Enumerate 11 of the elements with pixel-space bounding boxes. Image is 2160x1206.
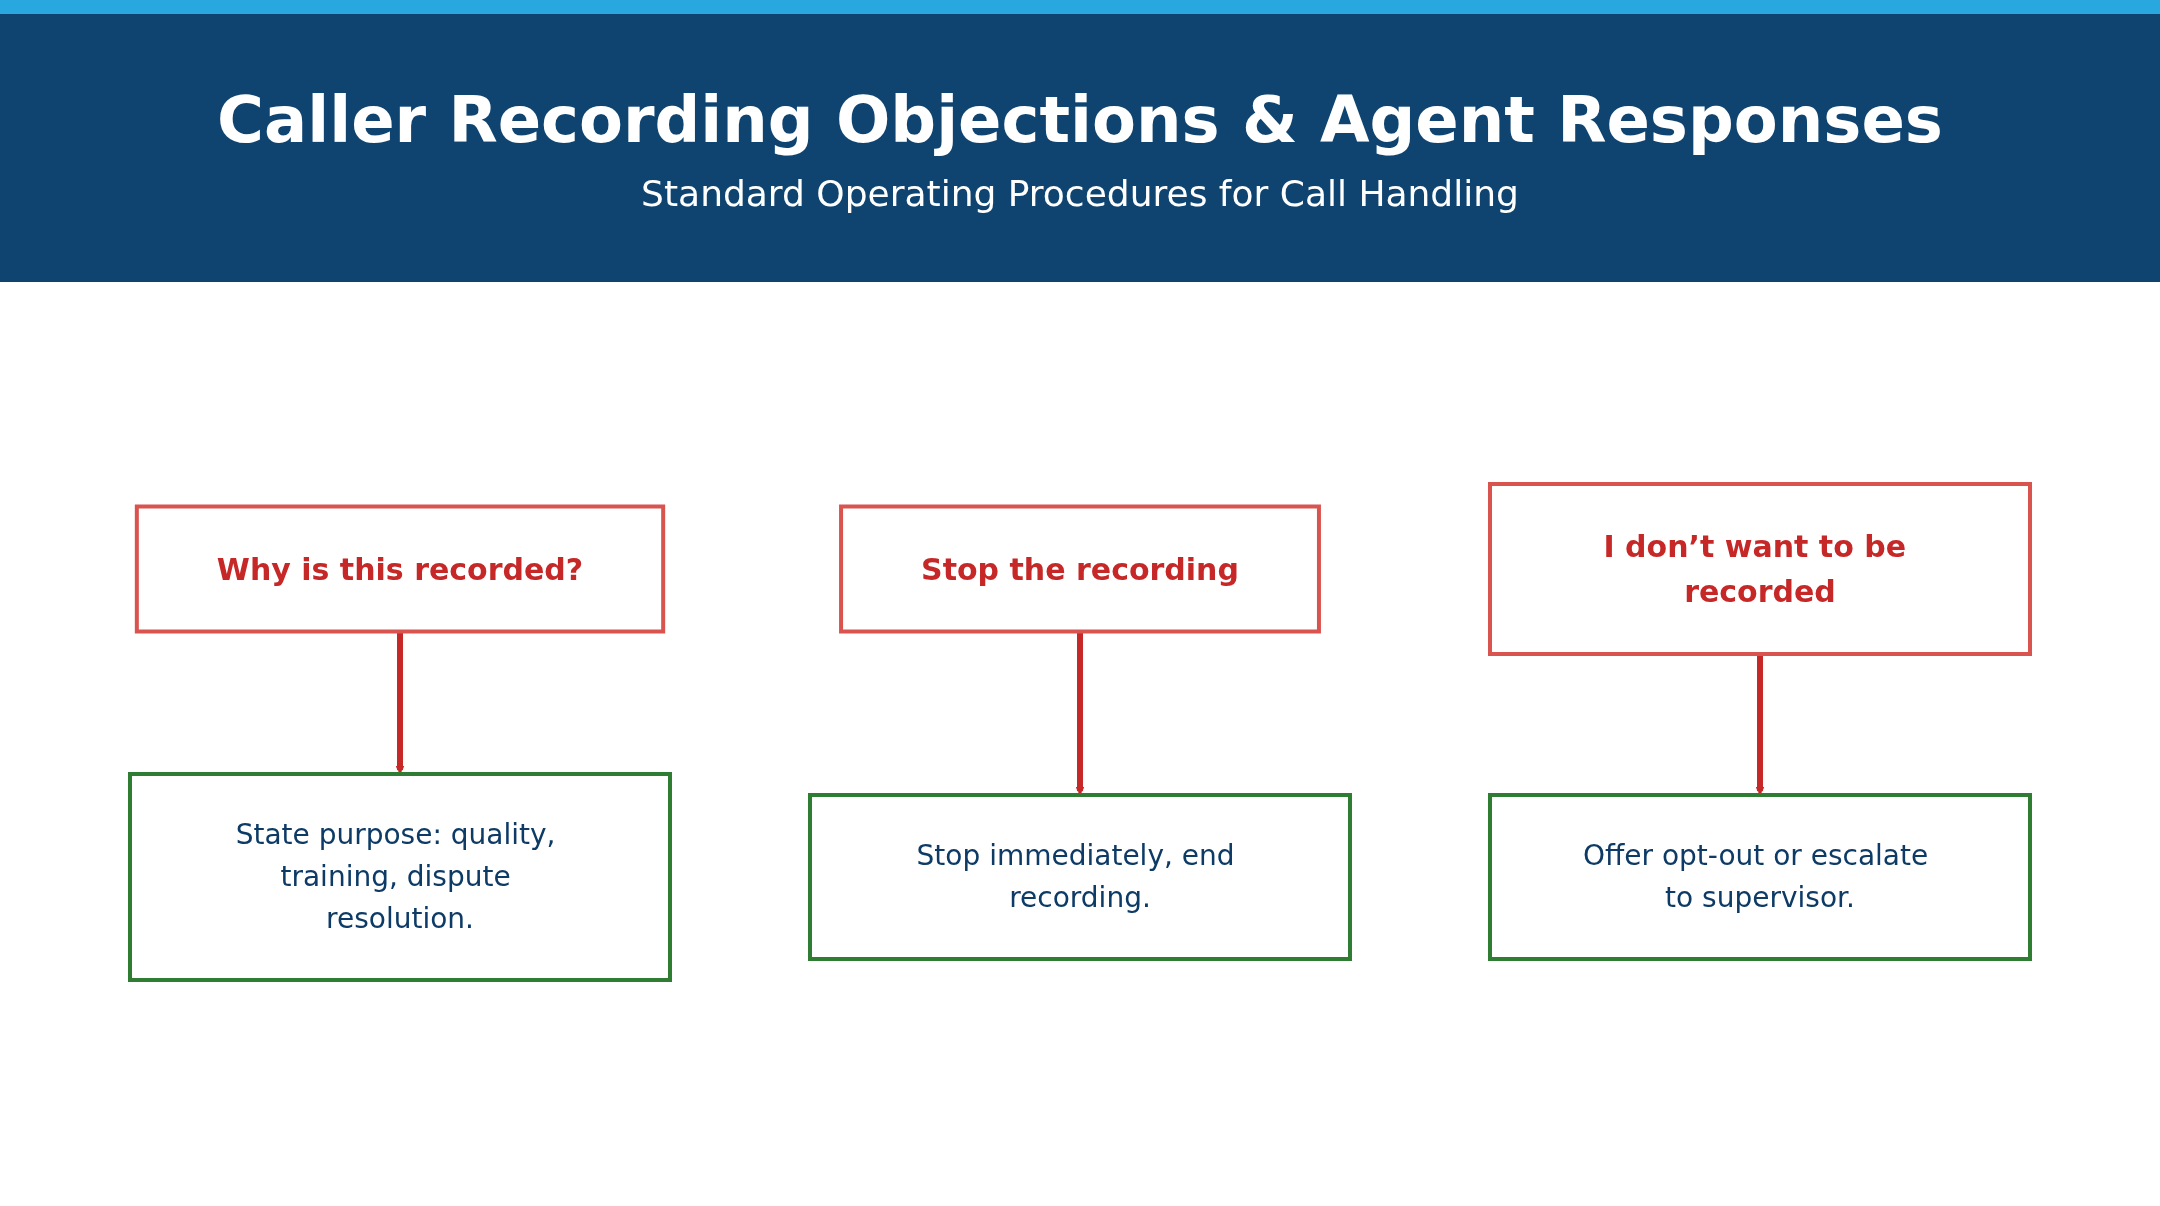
- node-box: Offer opt-out or escalate to supervisor.: [1488, 793, 2032, 961]
- title: Caller Recording Objections & Agent Responses: [217, 82, 1943, 157]
- node-box: I don’t want to be recorded: [1488, 482, 2032, 656]
- arrow: [1755, 654, 1765, 796]
- subtitle: Standard Operating Procedures for Call Handling: [641, 172, 1519, 214]
- node-box: Stop the recording: [839, 504, 1321, 634]
- node-box: Stop immediately, end recording.: [808, 793, 1352, 961]
- arrow: [1075, 631, 1085, 796]
- node-box: Why is this recorded?: [134, 504, 666, 634]
- arrow: [395, 631, 405, 775]
- node-box: State purpose: quality, training, dispute resolution.: [128, 772, 672, 982]
